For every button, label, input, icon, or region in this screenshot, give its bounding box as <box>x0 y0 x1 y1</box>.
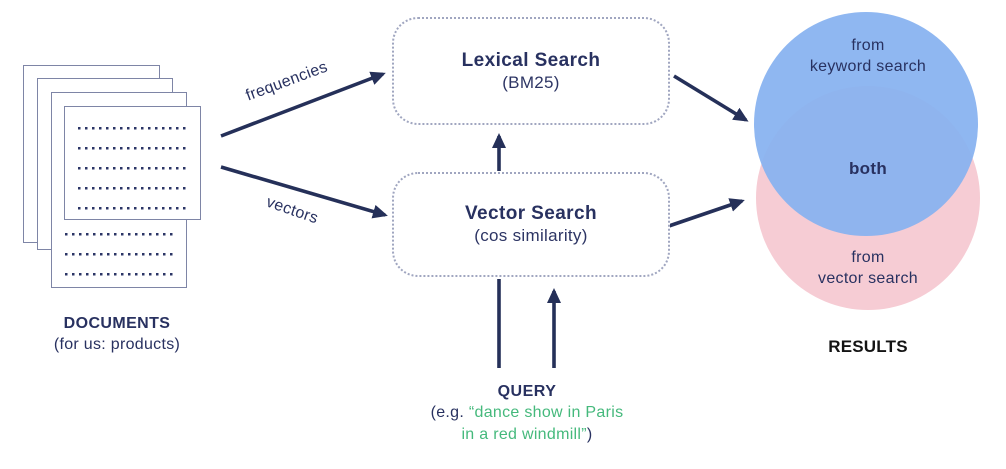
venn-vector-label: from vector search <box>756 247 980 289</box>
query-example-suffix: ) <box>586 426 593 443</box>
venn-keyword-label-line2: keyword search <box>809 58 927 75</box>
venn-vector-label-line1: from <box>851 249 885 266</box>
vectors-label: vectors <box>264 193 321 228</box>
lexical-search-subtitle: (BM25) <box>502 72 560 92</box>
venn-keyword-label: from keyword search <box>756 35 980 77</box>
frequencies-label: frequencies <box>243 58 331 105</box>
query-example-prefix: (e.g. <box>430 404 469 421</box>
lexical-search-title: Lexical Search <box>461 49 601 71</box>
query-example-quoted-line2: in a red windmill” <box>461 426 587 443</box>
venn-both-label: both <box>848 159 887 178</box>
query-example-quoted-line1: “dance show in Paris <box>468 404 624 421</box>
vector-search-subtitle: (cos similarity) <box>474 226 588 245</box>
arrow-vector-to-results <box>665 198 745 229</box>
venn-keyword-circle <box>754 12 978 236</box>
venn-vector-label-line2: vector search <box>818 270 918 287</box>
documents-label: DOCUMENTS <box>63 315 171 332</box>
query-label: QUERY <box>497 383 557 400</box>
documents-sublabel: (for us: products) <box>53 336 181 353</box>
query-example-line1: (e.g. “dance show in Paris <box>377 404 677 422</box>
lexical-search-box: Lexical Search (BM25) <box>392 17 670 125</box>
results-label: RESULTS <box>828 337 908 356</box>
vector-search-title: Vector Search <box>465 203 597 224</box>
document-text-lines <box>78 115 187 213</box>
vector-search-box: Vector Search (cos similarity) <box>392 172 670 277</box>
query-example-line2: in a red windmill”) <box>377 426 677 444</box>
arrow-lexical-to-results <box>673 74 749 122</box>
venn-keyword-label-line1: from <box>851 37 885 54</box>
document-page <box>64 106 201 220</box>
